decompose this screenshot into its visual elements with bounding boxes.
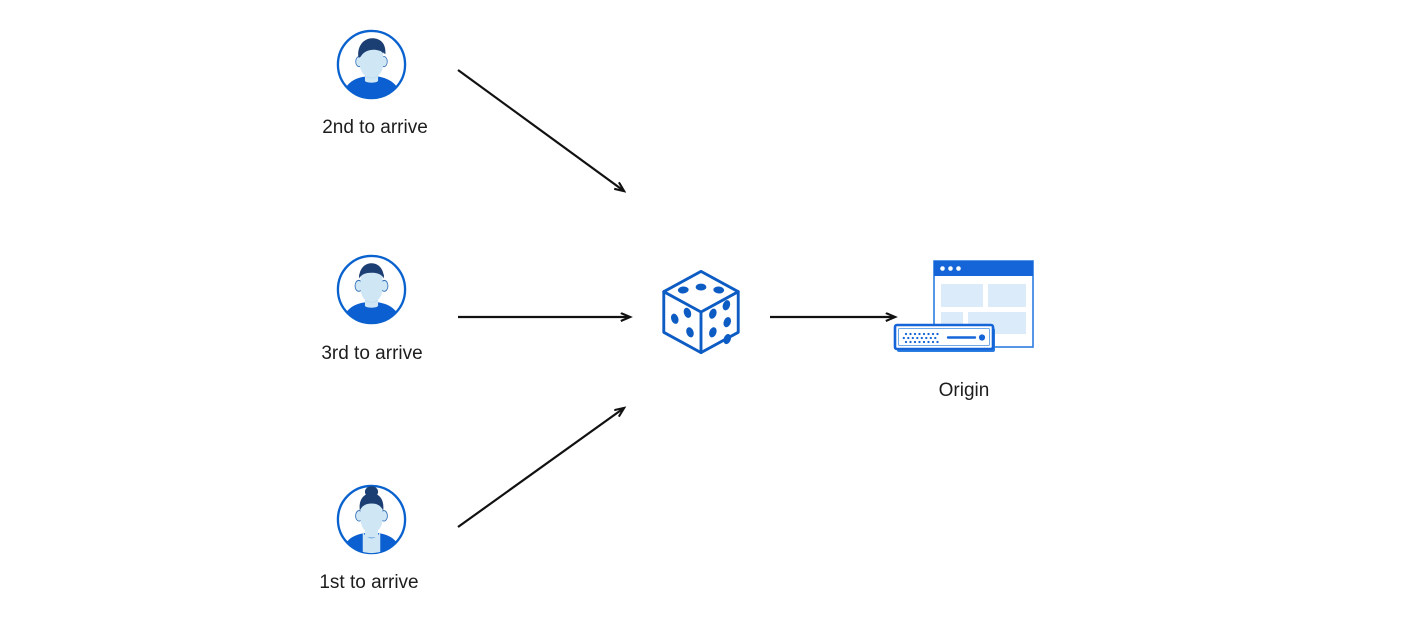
label-client-2: 2nd to arrive — [322, 117, 428, 138]
user-avatar-icon — [336, 29, 407, 100]
server-device-icon — [893, 323, 995, 352]
node-client-2[interactable] — [335, 28, 408, 101]
user-avatar-icon — [336, 254, 407, 325]
node-client-1[interactable] — [335, 483, 408, 556]
arrow-client2-to-dice — [457, 69, 624, 191]
browser-window-icon — [933, 260, 1034, 348]
dice-icon — [662, 269, 740, 355]
user-avatar-icon — [336, 484, 407, 555]
label-client-1: 1st to arrive — [319, 572, 419, 593]
label-client-3: 3rd to arrive — [321, 343, 423, 364]
origin-server-icon — [893, 260, 1034, 352]
node-client-3[interactable] — [335, 253, 408, 326]
arrow-client1-to-dice — [457, 408, 624, 528]
node-randomizer[interactable] — [658, 268, 744, 356]
label-origin: Origin — [938, 380, 990, 401]
node-origin[interactable] — [893, 255, 1038, 360]
